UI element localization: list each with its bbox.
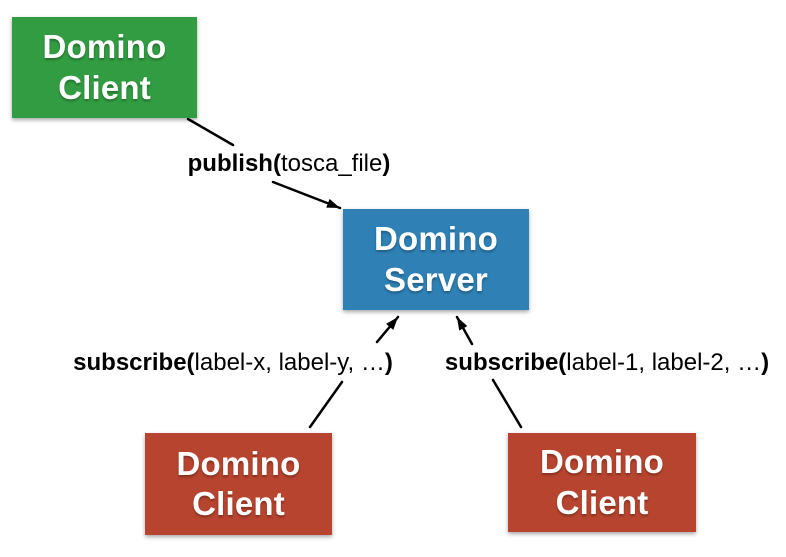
node-label-line: Domino <box>42 28 167 66</box>
node-domino-client-publisher: Domino Client <box>12 17 197 118</box>
node-domino-client-subscriber-left: Domino Client <box>145 433 332 535</box>
node-label-line: Server <box>384 260 488 298</box>
publish-arrow-segment-upper <box>186 117 235 147</box>
publish-edge-label: publish(tosca_file) <box>188 150 391 178</box>
subscribe-left-arrow-segment-upper <box>375 315 400 344</box>
node-domino-server: Domino Server <box>343 209 529 310</box>
publish-arrow-segment-lower <box>271 180 342 210</box>
node-label-line: Client <box>58 68 151 106</box>
subscribe-right-label-args: label-1, label-2, … <box>566 349 762 376</box>
subscribe-left-label-close-paren: ) <box>384 349 393 376</box>
subscribe-right-label-close-paren: ) <box>761 349 770 376</box>
node-label-line: Client <box>555 483 649 521</box>
node-label-line: Domino <box>539 443 664 481</box>
subscribe-left-arrow-segment-lower <box>308 380 344 429</box>
subscribe-left-edge-label: subscribe(label-x, label-y, …) <box>73 349 393 377</box>
subscribe-left-label-args: label-x, label-y, … <box>194 349 385 376</box>
node-label-line: Client <box>192 485 285 522</box>
node-label-line: Domino <box>176 444 301 482</box>
node-label-line: Domino <box>373 220 498 258</box>
subscribe-right-arrow-segment-upper <box>455 315 474 346</box>
subscribe-right-label-function: subscribe( <box>444 349 567 376</box>
subscribe-left-label-function: subscribe( <box>73 349 195 376</box>
publish-label-close-paren: ) <box>382 150 391 177</box>
node-domino-client-subscriber-right: Domino Client <box>508 433 696 532</box>
publish-label-function: publish( <box>187 150 281 177</box>
publish-label-args: tosca_file <box>280 150 383 177</box>
subscribe-right-arrow-segment-lower <box>491 378 523 429</box>
subscribe-right-edge-label: subscribe(label-1, label-2, …) <box>445 349 769 377</box>
